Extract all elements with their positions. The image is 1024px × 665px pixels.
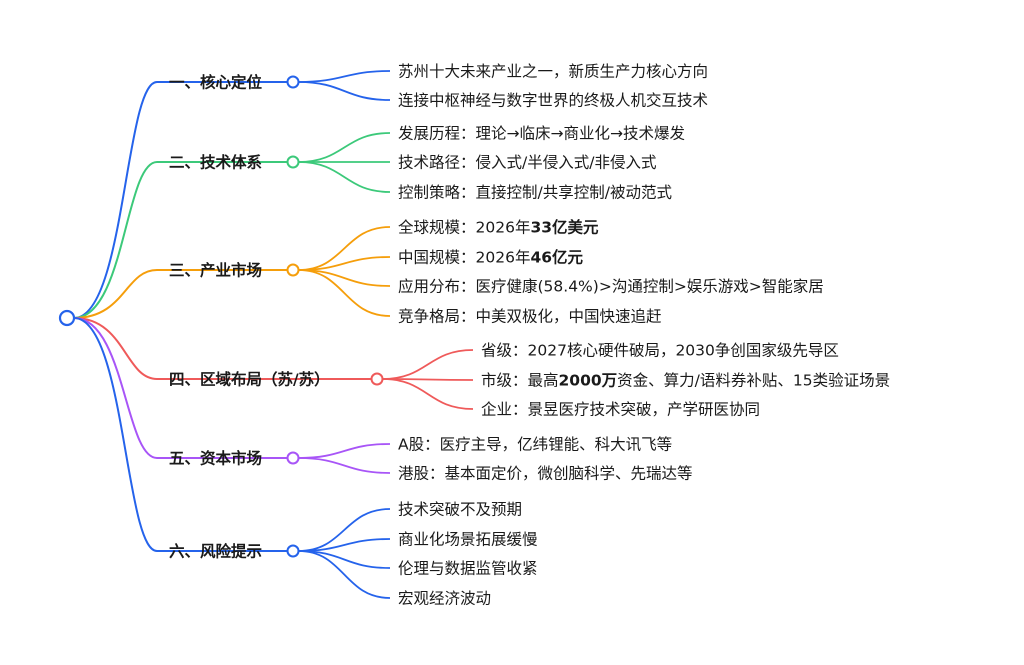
leaf-connector: [298, 550, 391, 599]
leaf-text: 苏州十大未来产业之一，新质生产力核心方向: [398, 63, 708, 81]
branch-node[interactable]: [370, 372, 384, 386]
leaf-text: 全球规模：2026年: [398, 219, 530, 237]
leaf-text: 资金、算力/语料券补贴、15类验证场景: [617, 371, 890, 390]
leaf-label: 省级：2027核心硬件破局，2030争创国家级先导区: [481, 342, 839, 360]
leaf-label: 发展历程：理论→临床→商业化→技术爆发: [398, 124, 685, 143]
leaf-label: A股：医疗主导，亿纬锂能、科大讯飞等: [398, 436, 672, 454]
branch-label: 二、技术体系: [169, 153, 262, 172]
leaf-text: 宏观经济波动: [398, 590, 491, 608]
branch-label: 四、区域布局（苏/苏）: [169, 370, 330, 389]
branch-label: 一、核心定位: [169, 73, 263, 92]
connectors: [73, 70, 474, 599]
leaf-connector: [298, 443, 391, 459]
leaf-connector: [298, 70, 391, 83]
branch-label: 五、资本市场: [169, 449, 262, 468]
leaf-label: 应用分布：医疗健康(58.4%)>沟通控制>娱乐游戏>智能家居: [398, 277, 824, 296]
leaf-connector: [298, 132, 391, 163]
leaf-text: 伦理与数据监管收紧: [398, 560, 538, 578]
root-node[interactable]: [58, 309, 76, 327]
leaf-text-bold: 33亿美元: [530, 218, 599, 237]
leaf-label: 港股：基本面定价，微创脑科学、先瑞达等: [398, 465, 693, 483]
leaf-text-bold: 2000万: [559, 372, 618, 390]
leaf-label: 商业化场景拓展缓慢: [398, 531, 538, 549]
leaf-connector: [298, 508, 391, 552]
leaf-label: 苏州十大未来产业之一，新质生产力核心方向: [398, 63, 708, 81]
leaf-text: 技术突破不及预期: [398, 501, 522, 519]
branch-label: 六、风险提示: [169, 542, 262, 561]
leaf-text: 省级：2027核心硬件破局，2030争创国家级先导区: [481, 342, 839, 360]
branch-node[interactable]: [286, 451, 300, 465]
leaf-label: 企业：景昱医疗技术突破，产学研医协同: [481, 401, 760, 419]
branch-connector: [73, 81, 288, 319]
branch-node[interactable]: [286, 75, 300, 89]
branch-connector: [73, 269, 288, 319]
branch-connector: [73, 317, 288, 552]
leaf-label: 伦理与数据监管收紧: [398, 560, 538, 578]
leaf-label: 全球规模：2026年33亿美元: [398, 218, 599, 237]
leaf-connector: [298, 81, 391, 101]
leaf-label: 中国规模：2026年46亿元: [398, 248, 584, 267]
leaf-label: 竞争格局：中美双极化，中国快速追赶: [398, 308, 662, 326]
leaf-text: 控制策略：直接控制/共享控制/被动范式: [398, 184, 672, 202]
leaf-text: 竞争格局：中美双极化，中国快速追赶: [398, 308, 662, 326]
leaf-label: 连接中枢神经与数字世界的终极人机交互技术: [398, 92, 708, 110]
branch-node[interactable]: [286, 155, 300, 169]
leaf-label: 技术路径：侵入式/半侵入式/非侵入式: [398, 154, 656, 172]
leaf-connector: [298, 161, 391, 193]
leaf-connector: [298, 226, 391, 271]
leaf-connector: [298, 256, 391, 271]
branch-node[interactable]: [286, 544, 300, 558]
leaf-text: 中国规模：2026年: [398, 249, 530, 267]
leaf-text: 港股：基本面定价，微创脑科学、先瑞达等: [398, 465, 693, 483]
leaf-connector: [298, 269, 391, 317]
branch-connector: [73, 161, 288, 319]
leaf-label: 市级：最高2000万资金、算力/语料券补贴、15类验证场景: [481, 371, 890, 390]
leaf-label: 控制策略：直接控制/共享控制/被动范式: [398, 184, 672, 202]
leaf-text: 连接中枢神经与数字世界的终极人机交互技术: [398, 92, 708, 110]
branch-connector: [73, 317, 288, 459]
leaf-label: 技术突破不及预期: [398, 501, 522, 519]
leaf-connector: [382, 349, 474, 380]
leaf-text: 商业化场景拓展缓慢: [398, 531, 538, 549]
branch-connector: [73, 317, 372, 380]
leaf-text-bold: 46亿元: [530, 248, 583, 267]
branch-label: 三、产业市场: [169, 261, 262, 280]
labels: 一、核心定位 苏州十大未来产业之一，新质生产力核心方向连接中枢神经与数字世界的终极…: [169, 63, 890, 608]
leaf-connector: [298, 457, 391, 474]
leaf-text: A股：医疗主导，亿纬锂能、科大讯飞等: [398, 436, 672, 454]
branch-node[interactable]: [286, 263, 300, 277]
leaf-text: 企业：景昱医疗技术突破，产学研医协同: [481, 401, 760, 419]
leaf-text: 技术路径：侵入式/半侵入式/非侵入式: [398, 154, 656, 172]
leaf-text: 应用分布：医疗健康(58.4%)>沟通控制>娱乐游戏>智能家居: [398, 277, 824, 296]
leaf-text: 发展历程：理论→临床→商业化→技术爆发: [398, 124, 685, 143]
leaf-text: 市级：最高: [481, 372, 559, 390]
leaf-connector: [298, 538, 391, 552]
leaf-label: 宏观经济波动: [398, 590, 491, 608]
leaf-connector: [382, 378, 474, 410]
